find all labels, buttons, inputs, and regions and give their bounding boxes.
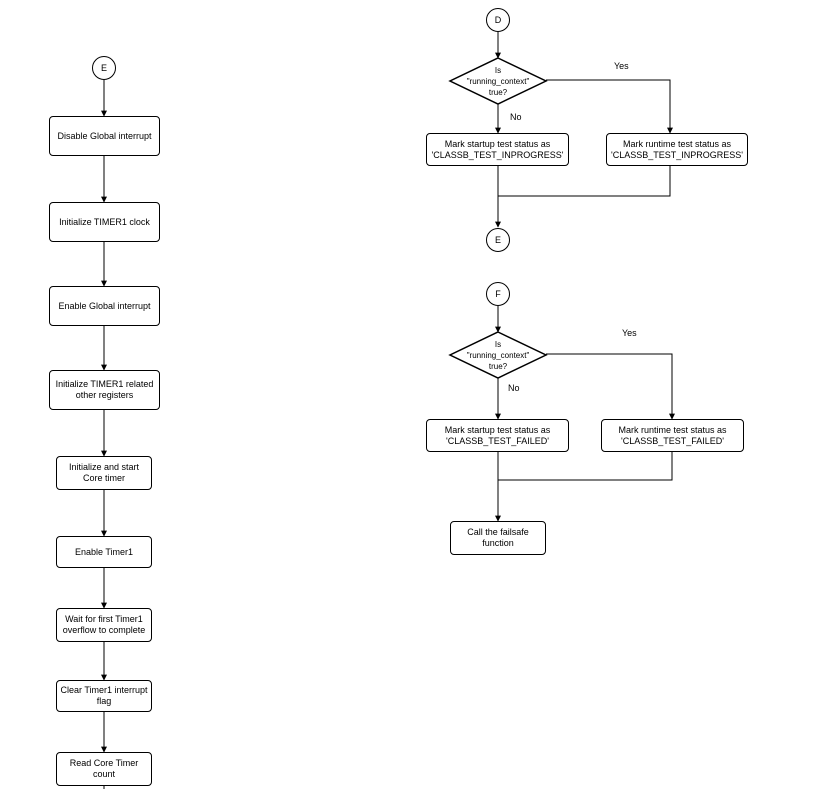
step-enable-global-interrupt: Enable Global interrupt bbox=[49, 286, 160, 326]
decision-d-yes-label: Yes bbox=[614, 61, 629, 71]
step-initialize-timer1-clock: Initialize TIMER1 clock bbox=[49, 202, 160, 242]
line-d-runtime-merge bbox=[498, 166, 671, 197]
mark-runtime-inprogress: Mark runtime test status as 'CLASSB_TEST… bbox=[606, 133, 748, 166]
mark-runtime-inprogress-label: Mark runtime test status as 'CLASSB_TEST… bbox=[611, 138, 743, 160]
connector-f-start: F bbox=[486, 282, 510, 306]
mark-runtime-failed: Mark runtime test status as 'CLASSB_TEST… bbox=[601, 419, 744, 452]
step-initialize-core-timer: Initialize and start Core timer bbox=[56, 456, 152, 490]
step-read-core-timer: Read Core Timer count bbox=[56, 752, 152, 786]
step-initialize-timer1-clock-label: Initialize TIMER1 clock bbox=[59, 216, 150, 227]
step-enable-timer1: Enable Timer1 bbox=[56, 536, 152, 568]
connector-f-start-label: F bbox=[495, 289, 501, 299]
connector-d-start: D bbox=[486, 8, 510, 32]
connector-e-end-label: E bbox=[494, 235, 501, 245]
mark-startup-failed-label: Mark startup test status as 'CLASSB_TEST… bbox=[444, 424, 551, 446]
call-failsafe-function: Call the failsafe function bbox=[450, 521, 546, 555]
decision-f-text: Is "running_context" true? bbox=[466, 340, 530, 371]
step-enable-timer1-label: Enable Timer1 bbox=[74, 546, 134, 557]
step-clear-timer1-flag: Clear Timer1 interrupt flag bbox=[56, 680, 152, 712]
step-clear-timer1-flag-label: Clear Timer1 interrupt flag bbox=[60, 685, 148, 706]
connector-e-end: E bbox=[486, 228, 510, 252]
step-wait-timer1-overflow-label: Wait for first Timer1 overflow to comple… bbox=[62, 614, 146, 635]
decision-d-text: Is "running_context" true? bbox=[466, 66, 530, 97]
step-wait-timer1-overflow: Wait for first Timer1 overflow to comple… bbox=[56, 608, 152, 642]
mark-startup-failed: Mark startup test status as 'CLASSB_TEST… bbox=[426, 419, 569, 452]
decision-d-no-label: No bbox=[510, 112, 522, 122]
connector-d-start-label: D bbox=[494, 15, 502, 25]
mark-runtime-failed-label: Mark runtime test status as 'CLASSB_TEST… bbox=[618, 424, 727, 446]
decision-f-yes-label: Yes bbox=[622, 328, 637, 338]
step-initialize-timer1-registers-label: Initialize TIMER1 related other register… bbox=[55, 379, 154, 400]
line-f-runtime-merge bbox=[498, 452, 673, 481]
step-read-core-timer-label: Read Core Timer count bbox=[69, 758, 139, 779]
mark-startup-inprogress: Mark startup test status as 'CLASSB_TEST… bbox=[426, 133, 569, 166]
step-enable-global-interrupt-label: Enable Global interrupt bbox=[58, 300, 151, 311]
connector-e-start: E bbox=[92, 56, 116, 80]
connector-e-start-label: E bbox=[100, 63, 107, 73]
call-failsafe-function-label: Call the failsafe function bbox=[467, 527, 529, 548]
decision-f-no-label: No bbox=[508, 383, 520, 393]
mark-startup-inprogress-label: Mark startup test status as 'CLASSB_TEST… bbox=[431, 138, 564, 160]
step-disable-global-interrupt-label: Disable Global interrupt bbox=[57, 130, 152, 141]
step-disable-global-interrupt: Disable Global interrupt bbox=[49, 116, 160, 156]
arrow-f-yes-branch bbox=[546, 353, 675, 420]
step-initialize-timer1-registers: Initialize TIMER1 related other register… bbox=[49, 370, 160, 410]
arrow-d-yes-branch bbox=[546, 79, 673, 134]
step-initialize-core-timer-label: Initialize and start Core timer bbox=[68, 462, 140, 483]
